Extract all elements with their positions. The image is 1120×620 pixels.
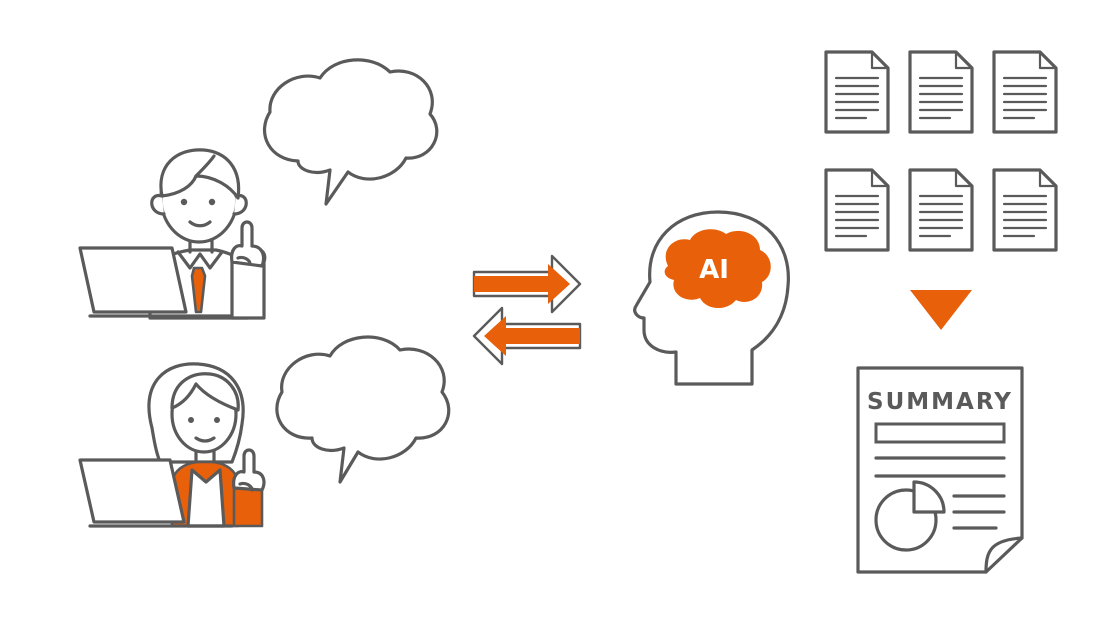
document-icon xyxy=(908,168,974,252)
speech-bubble-icon-top xyxy=(262,58,439,206)
woman-with-laptop-icon xyxy=(78,362,266,528)
document-grid xyxy=(824,50,1058,252)
summary-document-icon: SUMMARY xyxy=(856,366,1024,574)
document-icon xyxy=(824,50,890,134)
pie-chart-icon xyxy=(874,480,946,552)
summary-title-bar xyxy=(874,422,1006,444)
arrow-left-icon xyxy=(472,306,582,366)
ai-head-icon: AI xyxy=(633,210,790,386)
man-with-laptop-icon xyxy=(78,148,267,320)
speech-bubble-icon-bottom xyxy=(275,335,451,484)
document-icon xyxy=(908,50,974,134)
arrow-right-icon xyxy=(472,254,582,314)
document-icon xyxy=(992,168,1058,252)
ai-label: AI xyxy=(699,255,729,285)
document-icon xyxy=(992,50,1058,134)
down-triangle-icon xyxy=(910,290,972,330)
exchange-arrows-icon xyxy=(472,254,582,366)
document-icon xyxy=(824,168,890,252)
summary-title: SUMMARY xyxy=(867,389,1013,415)
